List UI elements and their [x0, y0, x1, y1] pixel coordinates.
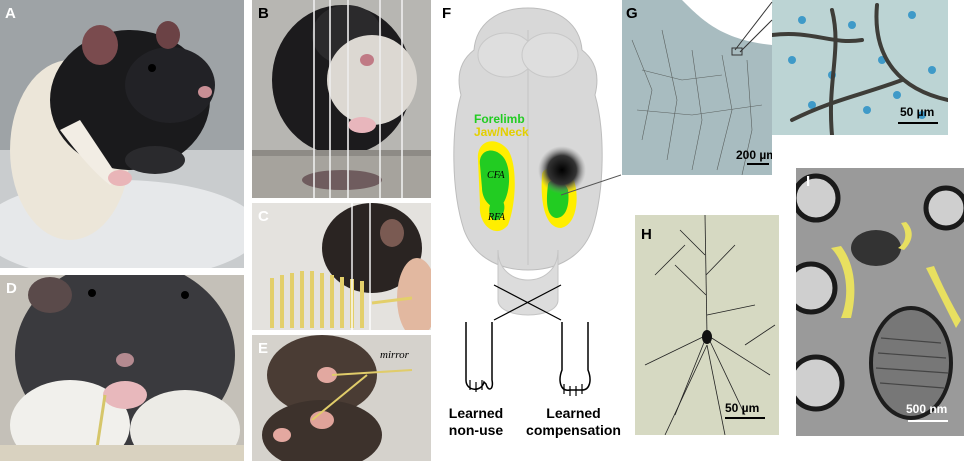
mirror-annotation: mirror [380, 349, 409, 361]
rat-with-cast-image [0, 0, 244, 268]
panel-i-label: I [806, 173, 811, 190]
panel-h-scale-text: 50 µm [725, 401, 760, 415]
panel-f-diagram: F Forelimb Jaw/Neck CFA RFA Learned non-… [436, 0, 621, 461]
panel-f-label: F [442, 5, 452, 22]
rfa-label: RFA [488, 212, 506, 223]
brain-diagram [436, 0, 621, 461]
rat-eating-image [0, 275, 244, 461]
panel-g-scale-text: 200 µm [736, 148, 772, 162]
caption-learned-non-use: Learned non-use [436, 405, 516, 439]
panel-b-photo: B [252, 0, 431, 198]
panel-d-photo: D [0, 275, 244, 461]
panel-a-photo: A [0, 0, 244, 268]
panel-c-photo: C [252, 203, 431, 330]
panel-g-inset-scalebar [898, 122, 938, 124]
panel-c-label: C [258, 208, 269, 225]
cfa-label: CFA [487, 170, 505, 181]
panel-h-scalebar [725, 417, 765, 419]
electron-micrograph [796, 168, 964, 436]
mirror-view-image [252, 335, 431, 461]
legend-jaw-neck: Jaw/Neck [474, 125, 529, 139]
panel-i-scale-text: 500 nm [906, 402, 948, 416]
pyramidal-neuron-image [635, 215, 779, 435]
panel-g-label: G [626, 5, 638, 22]
panel-b-label: B [258, 5, 269, 22]
caption-right-line2: compensation [526, 422, 621, 438]
panel-h-label: H [641, 226, 652, 243]
caption-left-line1: Learned [448, 405, 504, 421]
caption-learned-compensation: Learned compensation [526, 405, 621, 439]
panel-g-micrograph: G 200 µm [622, 0, 772, 175]
panel-g-inset: 50 µm [772, 0, 948, 135]
golgi-stain-low-mag [622, 0, 772, 175]
panel-g-scalebar [747, 163, 769, 165]
rat-in-cage-image [252, 0, 431, 198]
panel-h-micrograph: H 50 µm [635, 215, 779, 435]
pasta-task-image [252, 203, 431, 330]
panel-a-label: A [5, 5, 16, 22]
panel-i-scalebar [908, 420, 948, 422]
panel-e-photo: E mirror [252, 335, 431, 461]
panel-d-label: D [6, 280, 17, 297]
panel-i-em: I 500 nm [796, 168, 964, 436]
golgi-stain-high-mag [772, 0, 948, 135]
caption-right-line1: Learned [546, 405, 601, 421]
legend-forelimb: Forelimb [474, 112, 525, 126]
caption-left-line2: non-use [448, 422, 504, 438]
inset-connector-lines [731, 1, 773, 56]
panel-e-label: E [258, 340, 269, 357]
panel-g-inset-scale-text: 50 µm [900, 105, 935, 119]
